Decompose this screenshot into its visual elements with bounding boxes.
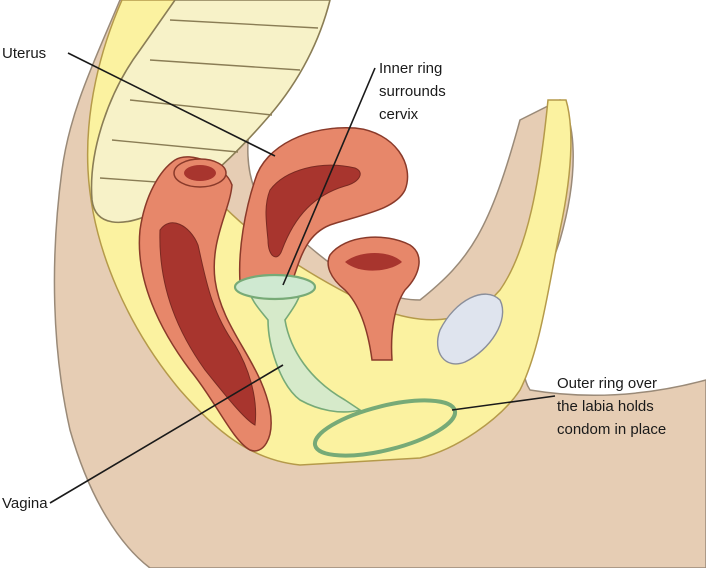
outer-ring-leader bbox=[451, 395, 556, 411]
vagina-leader bbox=[49, 364, 284, 504]
label-uterus: Uterus bbox=[2, 45, 46, 62]
bladder-region bbox=[327, 236, 504, 365]
inner-ring bbox=[233, 273, 317, 301]
female-condom bbox=[233, 273, 458, 458]
outer-ring bbox=[312, 398, 458, 458]
label-outer-ring: Outer ring over the labia holds condom i… bbox=[557, 375, 666, 438]
uterus-leader bbox=[67, 52, 276, 157]
rectum bbox=[138, 156, 272, 452]
label-vagina: Vagina bbox=[2, 495, 48, 512]
label-inner-ring: Inner ring surrounds cervix bbox=[379, 60, 450, 123]
inner-ring-leader bbox=[282, 67, 376, 286]
